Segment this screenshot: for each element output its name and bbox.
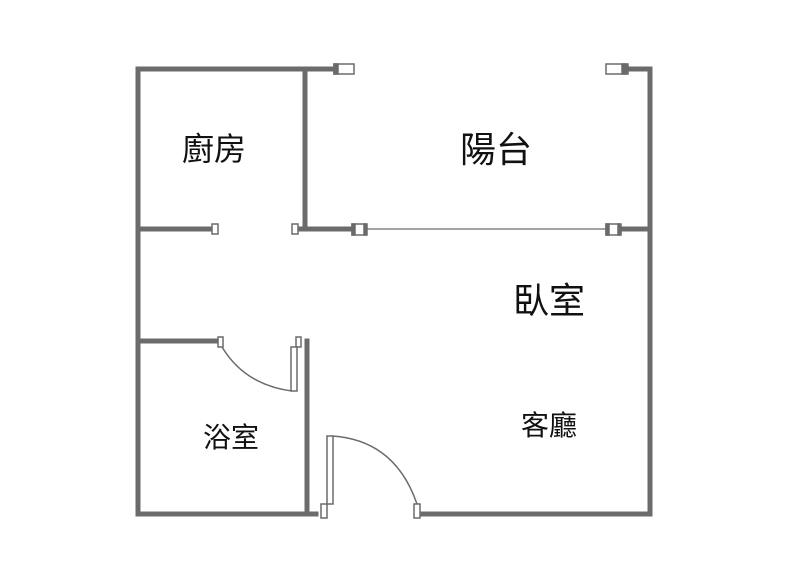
room-label-kitchen: 廚房 (181, 130, 247, 168)
room-label-bedroom: 臥室 (512, 281, 586, 322)
room-label-balcony: 陽台 (459, 130, 533, 171)
entry-door-leaf (326, 435, 334, 505)
bath-door-arc (221, 346, 293, 392)
kitchen-jamb-right (291, 223, 299, 235)
bath-jamb-right (295, 336, 302, 348)
kitchen-jamb-left (211, 223, 219, 235)
room-label-living: 客廳 (520, 409, 578, 442)
room-label-bathroom: 浴室 (202, 421, 260, 454)
entry-jamb-right (413, 503, 421, 519)
bath-jamb-left (217, 336, 224, 348)
entry-door-arc (331, 435, 418, 505)
entry-jamb-left (320, 503, 328, 519)
bath-door-leaf (290, 346, 298, 392)
